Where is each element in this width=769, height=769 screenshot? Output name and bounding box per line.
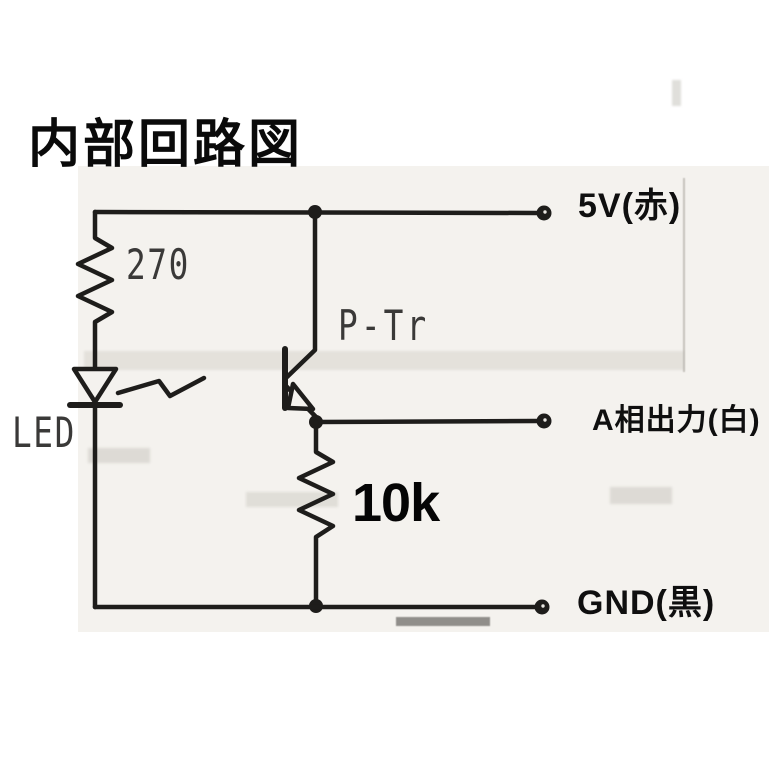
terminal-label-5v: 5V(赤) (578, 187, 682, 225)
terminal-label-gnd: GND(黒) (577, 584, 716, 622)
terminal-a-phase (536, 413, 552, 429)
led-symbol (67, 366, 123, 610)
terminal-label-a-phase: A相出力(白) (592, 404, 761, 437)
led-label: LED (12, 408, 76, 457)
phototransistor-label: P-Tr (338, 301, 430, 350)
light-emission-arrow (115, 375, 207, 399)
scanned-photo-area (78, 166, 769, 632)
page-title: 内部回路図 (28, 116, 304, 174)
junction-dot-top (308, 205, 322, 219)
resistor-270-label: 270 (126, 240, 190, 289)
terminal-5v (536, 205, 552, 221)
resistor-10k-symbol (296, 419, 336, 610)
resistor-10k-label: 10k (352, 473, 440, 533)
phototransistor-symbol (282, 210, 319, 420)
output-wire (313, 418, 540, 425)
resistor-270-symbol (75, 209, 115, 371)
terminal-gnd (534, 599, 550, 615)
